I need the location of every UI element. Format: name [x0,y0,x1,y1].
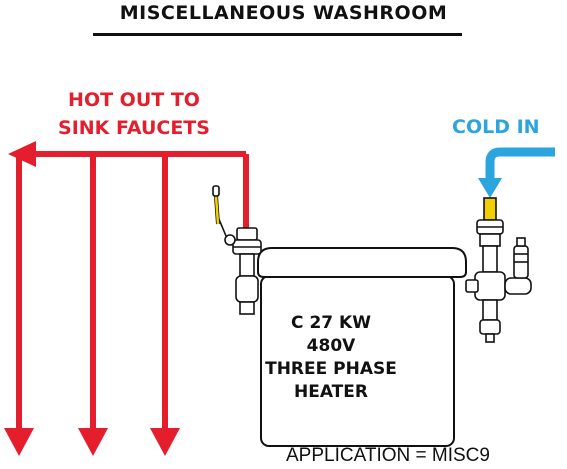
hot-out-label-line1: HOT OUT TO [68,89,200,111]
hot-out-label-line2: SINK FAUCETS [58,117,210,139]
heater-spec-line1: C 27 KW [291,313,371,333]
hot-down-arrow-icon-2 [78,428,108,456]
title-underline [93,33,462,36]
heater-tank [257,247,467,447]
hot-water-pipes [16,151,249,430]
ball-valve-icon [224,234,236,246]
hot-arrowheads [4,141,180,456]
hot-down-arrow-icon-3 [150,428,180,456]
pipe-fitting-icon [474,271,506,301]
hot-outlet-valve-assembly [212,185,262,315]
heater-spec-line4: HEATER [294,382,368,402]
pipe-fitting-icon [236,227,258,241]
heater-spec-label: C 27 KW 480V THREE PHASE HEATER [256,312,406,404]
hot-left-arrow-icon [8,141,36,167]
application-code: APPLICATION = MISC9 [286,445,490,466]
cold-valve-handle [483,197,497,221]
cold-inlet-valve-assembly [465,197,532,343]
page-title: MISCELLANEOUS WASHROOM [119,2,448,24]
hot-out-label: HOT OUT TO SINK FAUCETS [34,86,234,142]
hot-down-arrow-icon-1 [4,428,34,456]
cold-down-arrow-icon [478,178,502,198]
cold-in-label: COLD IN [452,116,540,138]
heater-spec-line2: 480V [306,336,356,356]
heater-spec-line3: THREE PHASE [265,359,397,379]
cold-water-pipe [478,147,555,198]
heater-lid [257,247,467,278]
